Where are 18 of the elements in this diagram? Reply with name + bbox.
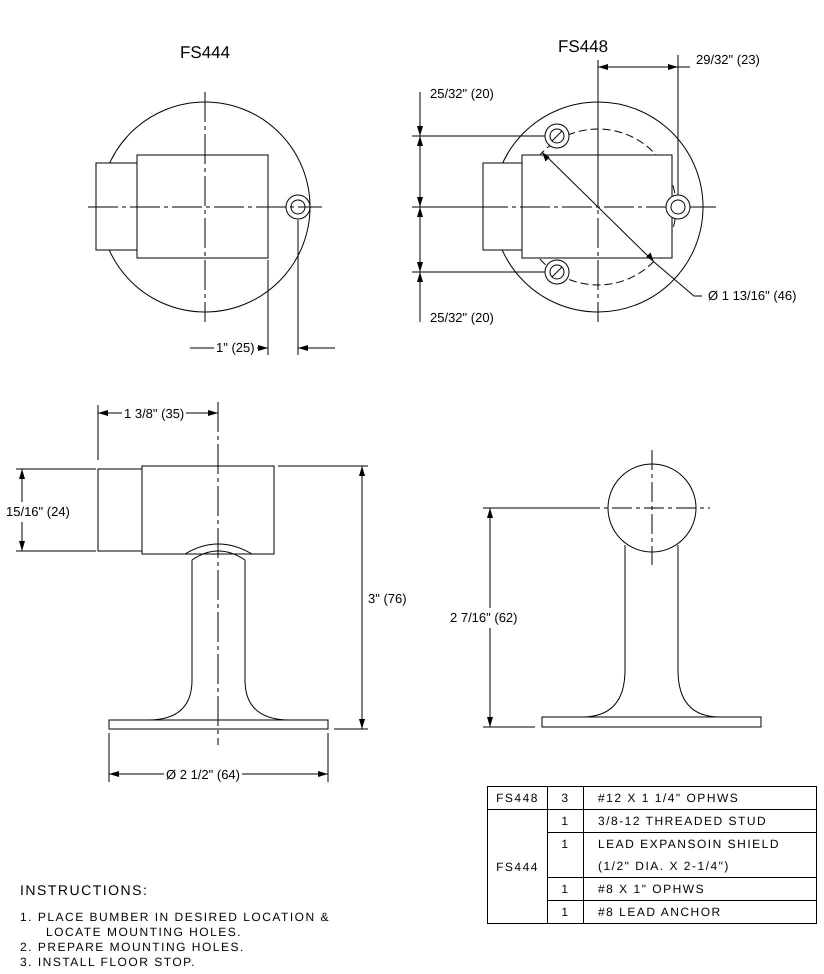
table-cell: #8 LEAD ANCHOR	[584, 900, 816, 924]
dimension-label: 15/16" (24)	[4, 502, 72, 522]
table-cell: FS444	[488, 810, 548, 924]
table-cell: 3/8-12 THREADED STUD	[584, 810, 816, 832]
table-cell: #8 X 1" OPHWS	[584, 878, 816, 900]
table-cell: 1	[548, 900, 584, 924]
instruction-text: 2. PREPARE MOUNTING HOLES.	[20, 940, 245, 955]
table-cell: 1	[548, 810, 584, 832]
table-cell: LEAD EXPANSOIN SHIELD (1/2" DIA. X 2-1/4")	[584, 832, 816, 878]
table-cell: 1	[548, 832, 584, 878]
dimension-label: 2 7/16" (62)	[448, 608, 520, 628]
table-cell: 3	[548, 786, 584, 810]
instruction-text: 3. INSTALL FLOOR STOP.	[20, 955, 196, 970]
table-cell: FS448	[488, 786, 548, 810]
table-cell: 1	[548, 878, 584, 900]
table-cell: #12 X 1 1/4" OPHWS	[584, 786, 816, 810]
heading: INSTRUCTIONS:	[20, 881, 148, 900]
instruction-text: 1. PLACE BUMBER IN DESIRED LOCATION & LOCATE MOUNTING HOLES.	[20, 910, 332, 940]
